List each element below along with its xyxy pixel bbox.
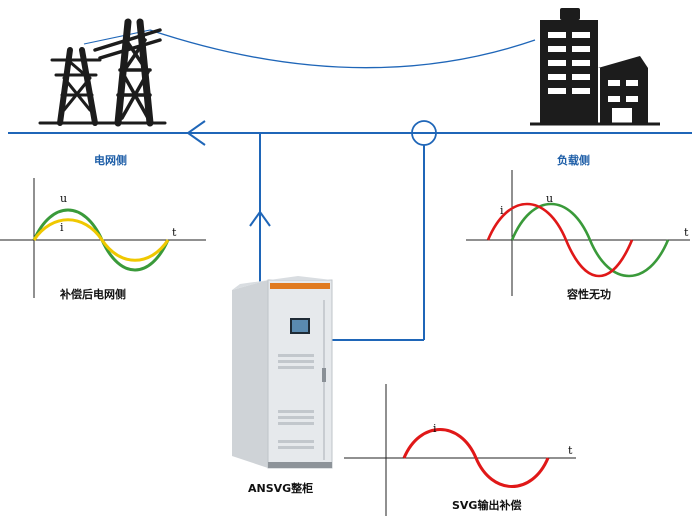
after-compensation-label: 补偿后电网侧	[60, 288, 126, 301]
i-label: i	[60, 221, 64, 234]
t-label: t	[172, 226, 177, 239]
current-curve	[402, 428, 550, 488]
svg-cabinet-icon	[232, 276, 333, 469]
voltage-curve	[510, 202, 670, 278]
waveform-after-compensation	[0, 178, 206, 298]
waveform-capacitive	[466, 170, 690, 296]
u-label: u	[60, 192, 68, 205]
load-side-label: 负载侧	[557, 154, 590, 167]
i-label-capacitive: i	[500, 204, 504, 217]
t-label-svg: t	[568, 444, 573, 457]
svg-feed-line	[249, 133, 271, 282]
i-label-svg: i	[433, 422, 437, 435]
main-bus	[8, 120, 692, 146]
svg-output-label: SVG输出补偿	[452, 499, 522, 512]
t-label-capacitive: t	[684, 226, 689, 239]
current-curve	[486, 202, 634, 278]
capacitive-reactive-label: 容性无功	[567, 288, 611, 301]
current-curve	[32, 218, 170, 262]
transmission-tower-icon	[38, 18, 167, 127]
cabinet-label: ANSVG整柜	[248, 482, 314, 495]
factory-icon	[530, 8, 660, 126]
overhead-wire	[149, 29, 536, 69]
u-label-capacitive: u	[546, 192, 554, 205]
flow-arrow-left-icon	[186, 120, 206, 146]
waveform-svg-output	[344, 384, 576, 516]
grid-side-label: 电网侧	[94, 154, 127, 167]
flow-arrow-up-icon	[249, 210, 271, 227]
ct-signal-line	[330, 145, 425, 341]
